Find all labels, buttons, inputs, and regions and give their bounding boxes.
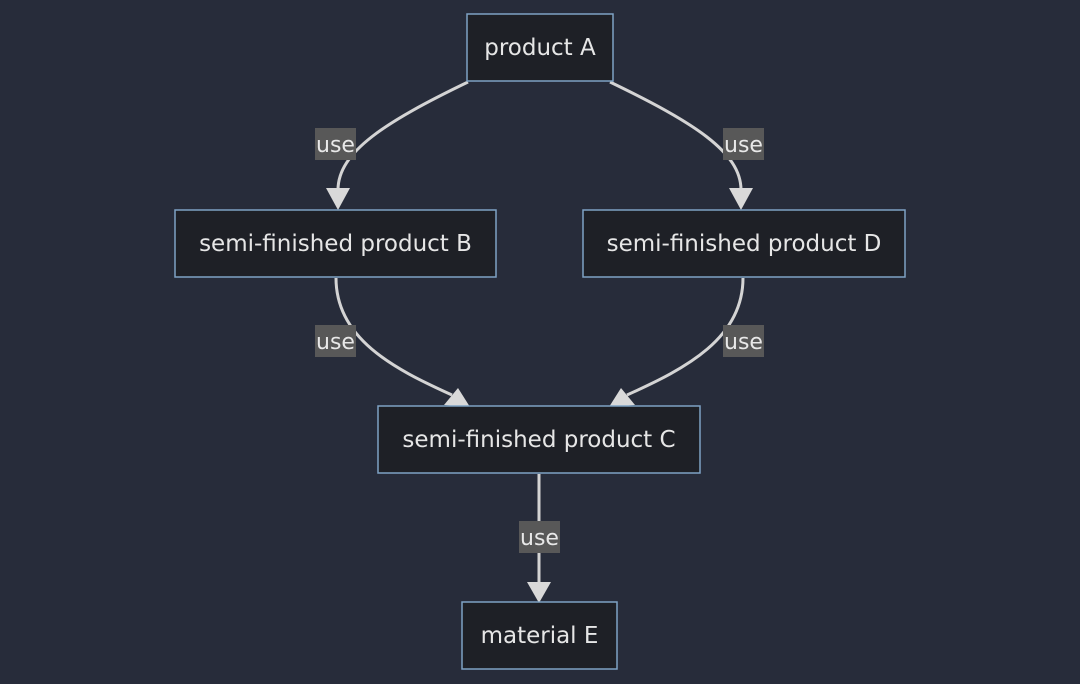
edge-a-to-d [609,80,753,210]
node-label: semi-finished product C [402,427,675,453]
edge-label-a-b: use [315,128,356,160]
edge-label-text: use [316,330,355,355]
edge-d-to-c [609,277,745,407]
node-label: product A [484,35,596,61]
node-product-a: product A [466,13,614,82]
node-semi-finished-product-d: semi-finished product D [582,209,906,278]
edge-label-b-c: use [315,325,356,357]
edge-a-to-b [326,80,469,210]
node-material-e: material E [461,601,618,670]
arrowhead-icon [729,188,753,210]
node-semi-finished-product-c: semi-finished product C [377,405,701,474]
edge-label-text: use [724,330,763,355]
node-semi-finished-product-b: semi-finished product B [174,209,497,278]
node-label: material E [481,623,599,649]
arrowhead-icon [326,188,350,210]
edge-label-text: use [724,133,763,158]
edge-label-d-c: use [723,325,764,357]
node-label: semi-finished product D [607,231,882,257]
node-label: semi-finished product B [199,231,472,257]
arrowhead-icon [609,388,635,407]
edge-b-to-c [334,277,470,407]
edge-label-c-e: use [519,521,560,553]
edge-label-a-d: use [723,128,764,160]
arrowhead-icon [444,388,470,407]
arrowhead-icon [527,582,551,603]
edge-label-text: use [316,133,355,158]
edge-label-text: use [520,526,559,551]
